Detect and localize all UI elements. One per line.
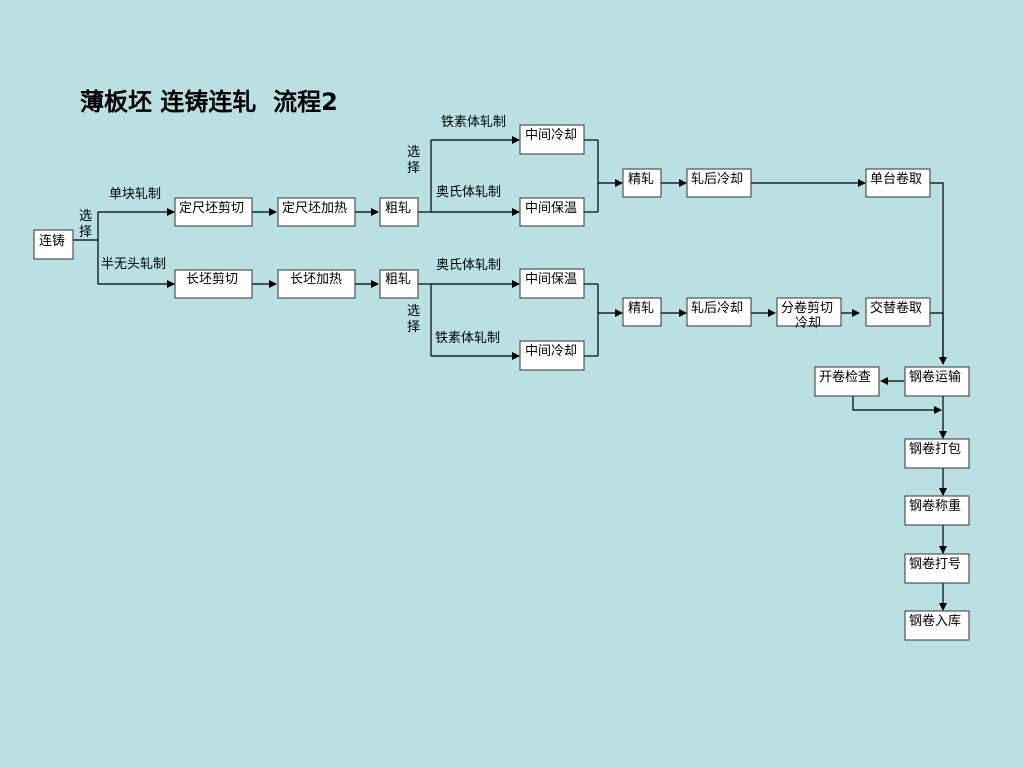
label-choose-casting-2: 择 bbox=[79, 225, 92, 240]
svg-text:钢卷打包: 钢卷打包 bbox=[909, 441, 961, 457]
svg-text:精轧: 精轧 bbox=[628, 301, 654, 316]
svg-text:中间冷却: 中间冷却 bbox=[525, 128, 577, 143]
node-split-shear: 分卷剪切 冷却 bbox=[776, 297, 842, 331]
node-rough-top: 粗轧 bbox=[379, 197, 419, 227]
node-coil-weigh: 钢卷称重 bbox=[904, 495, 970, 526]
label-choose-casting-1: 选 bbox=[79, 209, 92, 224]
svg-text:中间保温: 中间保温 bbox=[525, 201, 577, 216]
svg-text:粗轧: 粗轧 bbox=[385, 201, 411, 216]
node-long-heat: 长坯加热 bbox=[277, 269, 356, 299]
connectors bbox=[73, 136, 947, 611]
node-coil-mark: 钢卷打号 bbox=[904, 553, 970, 584]
node-post-cool-bottom: 轧后冷却 bbox=[686, 297, 752, 327]
svg-text:单台卷取: 单台卷取 bbox=[870, 171, 922, 187]
label-choose-top-1: 选 bbox=[407, 145, 420, 160]
node-single-coiling: 单台卷取 bbox=[865, 168, 931, 198]
svg-text:定尺坯剪切: 定尺坯剪切 bbox=[179, 200, 244, 216]
node-mid-cool-a: 中间冷却 bbox=[519, 124, 585, 155]
svg-text:定尺坯加热: 定尺坯加热 bbox=[282, 201, 347, 216]
svg-text:长坯加热: 长坯加热 bbox=[290, 272, 342, 287]
svg-text:冷却: 冷却 bbox=[795, 316, 821, 331]
node-long-shear: 长坯剪切 bbox=[174, 269, 253, 299]
label-choose-bottom-2: 择 bbox=[407, 320, 420, 335]
svg-text:粗轧: 粗轧 bbox=[385, 272, 411, 287]
svg-text:分卷剪切: 分卷剪切 bbox=[781, 300, 833, 316]
edge-inspect-return bbox=[852, 396, 942, 414]
label-austenite-bottom: 奥氏体轧制 bbox=[436, 258, 501, 273]
svg-text:钢卷运输: 钢卷运输 bbox=[909, 369, 961, 385]
node-rough-bottom: 粗轧 bbox=[379, 269, 419, 299]
svg-text:精轧: 精轧 bbox=[628, 172, 654, 187]
label-ferrite-bottom: 铁素体轧制 bbox=[435, 331, 500, 346]
node-post-cool-top: 轧后冷却 bbox=[686, 168, 752, 198]
label-austenite-top: 奥氏体轧制 bbox=[436, 185, 501, 200]
svg-text:钢卷入库: 钢卷入库 bbox=[909, 613, 961, 629]
node-mid-cool-b: 中间冷却 bbox=[519, 340, 585, 371]
node-coil-pack: 钢卷打包 bbox=[904, 438, 970, 469]
node-coil-store: 钢卷入库 bbox=[904, 610, 970, 641]
branch-labels: 选 择 单块轧制 半无头轧制 选 择 铁素体轧制 奥氏体轧制 选 择 奥氏体轧制… bbox=[79, 115, 506, 346]
svg-text:中间保温: 中间保温 bbox=[525, 272, 577, 287]
label-choose-bottom-1: 选 bbox=[407, 304, 420, 319]
svg-text:轧后冷却: 轧后冷却 bbox=[691, 301, 743, 316]
label-single-block: 单块轧制 bbox=[109, 187, 161, 202]
svg-text:钢卷称重: 钢卷称重 bbox=[909, 498, 961, 514]
node-coil-transport: 钢卷运输 bbox=[904, 366, 970, 397]
svg-text:长坯剪切: 长坯剪切 bbox=[186, 271, 238, 287]
svg-text:钢卷打号: 钢卷打号 bbox=[909, 556, 961, 572]
node-finish-bottom: 精轧 bbox=[622, 297, 662, 327]
edge-single-coiling-to-transport bbox=[930, 182, 947, 365]
label-choose-top-2: 择 bbox=[407, 161, 420, 176]
svg-text:轧后冷却: 轧后冷却 bbox=[691, 172, 743, 187]
edge-alt-coiling-to-transport bbox=[930, 312, 944, 364]
node-finish-top: 精轧 bbox=[622, 168, 662, 198]
svg-text:交替卷取: 交替卷取 bbox=[870, 300, 922, 316]
node-casting: 连铸 bbox=[33, 229, 74, 260]
svg-text:连铸: 连铸 bbox=[39, 233, 65, 249]
label-ferrite-top: 铁素体轧制 bbox=[441, 115, 506, 130]
label-semi-endless: 半无头轧制 bbox=[101, 257, 166, 272]
node-fixed-shear: 定尺坯剪切 bbox=[174, 197, 253, 227]
node-uncoil-inspect: 开卷检查 bbox=[814, 366, 880, 397]
node-fixed-heat: 定尺坯加热 bbox=[277, 197, 356, 227]
node-alt-coiling: 交替卷取 bbox=[865, 297, 931, 327]
svg-text:开卷检查: 开卷检查 bbox=[819, 369, 871, 385]
node-mid-keep-a: 中间保温 bbox=[519, 197, 585, 227]
node-mid-keep-b: 中间保温 bbox=[519, 268, 585, 299]
svg-text:中间冷却: 中间冷却 bbox=[525, 344, 577, 359]
page-title: 薄板坯 连铸连轧 流程2 bbox=[80, 88, 338, 116]
